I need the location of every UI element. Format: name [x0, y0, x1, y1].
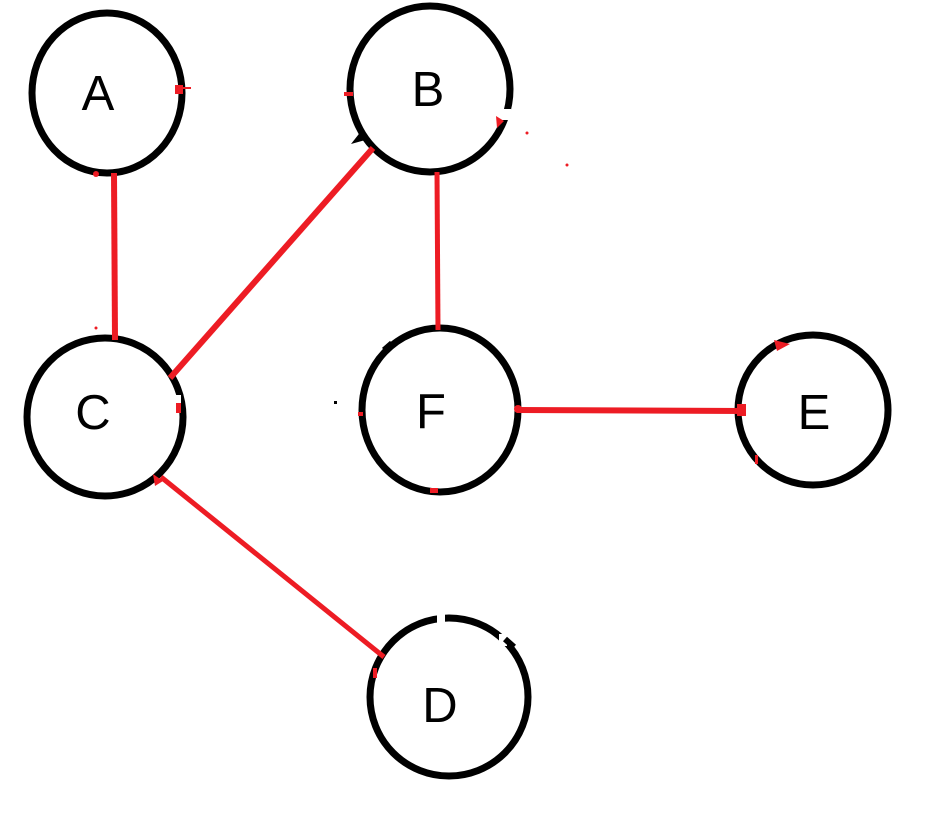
edge-B-C: [167, 146, 376, 380]
edge-B-F: [434, 171, 441, 331]
c-top-dot: [94, 326, 98, 330]
c-right-dash: [176, 403, 181, 413]
edge-A-C: [111, 172, 118, 341]
b-left-dash: [344, 92, 353, 96]
b-right-wedge: [496, 116, 504, 128]
node-D-label: D: [422, 679, 457, 733]
d-left-red-dash: [373, 668, 377, 678]
node-E-label: E: [798, 386, 831, 440]
d-gap-patch-1: [437, 611, 445, 624]
b-black-arrowhead: [351, 130, 369, 144]
c-right-gap-patch: [172, 395, 181, 403]
node-A-label: A: [82, 67, 115, 121]
f-bottom-dash: [430, 488, 438, 493]
node-F-label: F: [416, 385, 446, 439]
f-left-black-dot: [334, 401, 337, 404]
f-topleft-tick: [382, 340, 392, 351]
d-topright-dash: [503, 636, 516, 650]
f-left-red-dash: [358, 412, 363, 416]
fe-start-dot: [514, 405, 522, 413]
e-end-blob: [737, 404, 746, 416]
node-B-label: B: [412, 63, 445, 117]
stray-dot-2: [565, 163, 569, 167]
stray-dot-1: [525, 131, 529, 135]
e-arrowhead: [774, 340, 790, 351]
edge-F-E: [516, 407, 744, 414]
node-D-circle: [366, 614, 532, 780]
b-gap-patch: [497, 109, 511, 120]
d-gap-patch-2: [499, 634, 507, 646]
node-C-label: C: [75, 386, 110, 440]
a-right-tick-square: [175, 85, 183, 94]
e-lowerleft-dash: [755, 455, 758, 464]
cd-start-wedge: [153, 474, 163, 486]
node-C-circle: [23, 334, 187, 500]
node-B-circle: [346, 2, 514, 176]
a-bottom-dot: [93, 171, 99, 177]
edge-C-D: [159, 475, 386, 659]
